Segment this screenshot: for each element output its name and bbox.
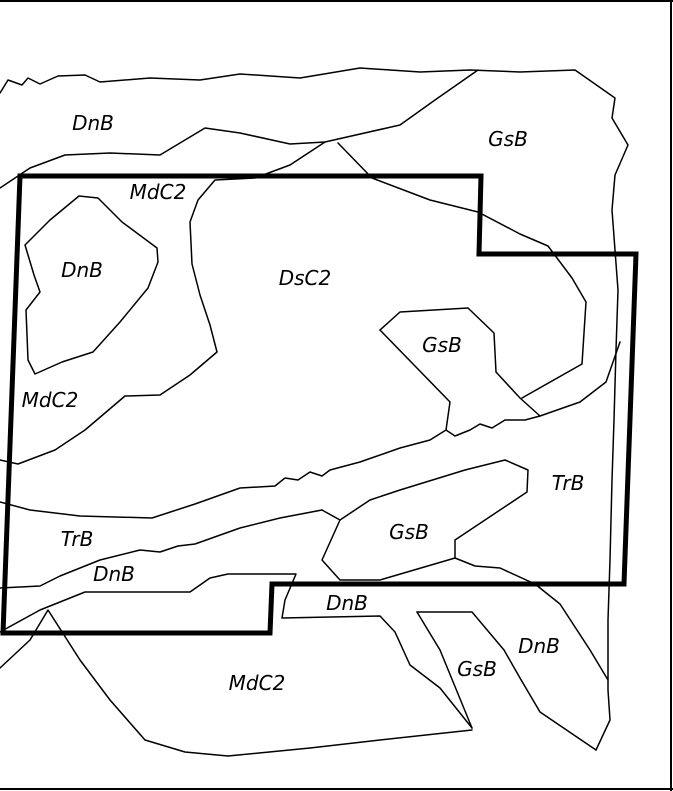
soil-label-mdc2-north: MdC2 xyxy=(130,180,187,204)
unit-boundary-dnb-west-patch xyxy=(24,195,159,375)
soil-label-gsb-northeast: GsB xyxy=(488,127,528,151)
survey-area-boundary xyxy=(0,173,639,636)
soil-label-dnb-south: DnB xyxy=(326,591,368,615)
unit-boundary-gsb-inner xyxy=(379,329,541,437)
soil-label-gsb-south: GsB xyxy=(389,520,429,544)
soil-label-dsc2-central: DsC2 xyxy=(279,266,332,290)
unit-boundary-gsb-east xyxy=(337,142,587,399)
unit-boundary-dnb-gsb-upper xyxy=(0,69,479,189)
soil-label-mdc2-west: MdC2 xyxy=(22,388,79,412)
soil-label-trb-east: TrB xyxy=(552,471,585,495)
unit-boundary-gsb-small-inner xyxy=(416,611,473,729)
soil-label-dnb-southeast: DnB xyxy=(518,634,560,658)
unit-boundary-trb-inner xyxy=(321,509,341,521)
soil-label-mdc2-south: MdC2 xyxy=(229,671,286,695)
soil-label-gsb-central: GsB xyxy=(422,333,462,357)
soil-label-trb-west: TrB xyxy=(61,527,94,551)
unit-boundary-trb-gsb xyxy=(0,509,323,589)
unit-boundary-dnb-strip xyxy=(0,573,473,729)
unit-boundary-dsc2-trb xyxy=(0,429,447,519)
unit-boundary-gsb-small xyxy=(416,611,597,751)
soil-label-gsb-southeast: GsB xyxy=(457,657,497,681)
soil-label-dnb-west: DnB xyxy=(61,258,103,282)
unit-boundary-dsc2-top xyxy=(0,141,326,465)
unit-boundary-outer xyxy=(0,67,629,751)
soil-label-dnb-southwest: DnB xyxy=(93,562,135,586)
unit-boundary-mdc2-south xyxy=(0,609,473,757)
soil-label-dnb-north: DnB xyxy=(72,111,114,135)
unit-boundary-gsb-central xyxy=(379,307,621,417)
